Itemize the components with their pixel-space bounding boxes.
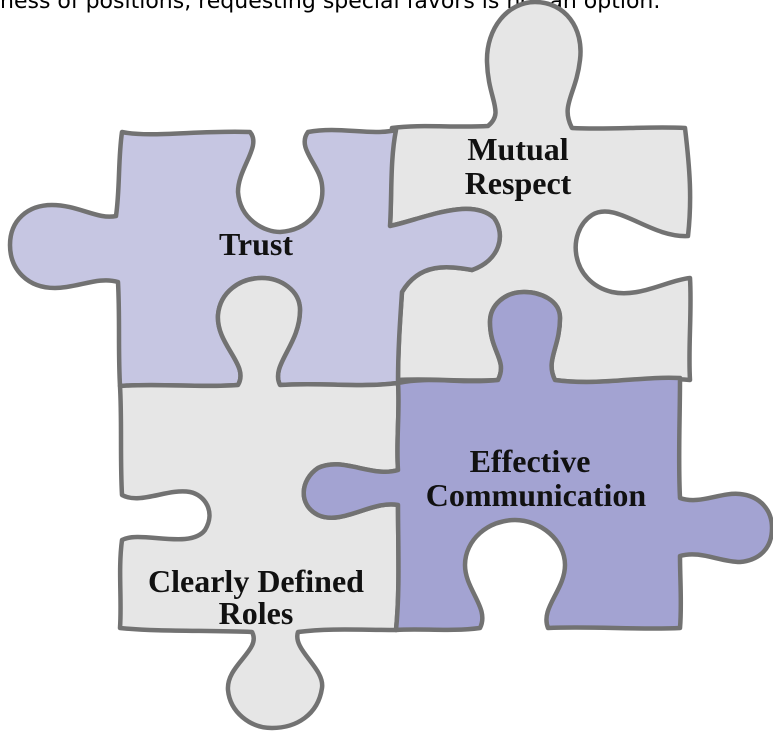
label-mutual: Mutual: [467, 131, 568, 167]
caption-text: ness of positions, requesting special fa…: [0, 0, 661, 14]
label-communication: Communication: [426, 477, 647, 513]
label-respect: Respect: [465, 165, 572, 201]
label-trust: Trust: [219, 226, 293, 262]
label-roles: Roles: [219, 595, 294, 631]
label-effective: Effective: [470, 443, 591, 479]
label-clearly-defined: Clearly Defined: [148, 563, 364, 599]
puzzle-piece-effective-communication: [301, 289, 773, 633]
